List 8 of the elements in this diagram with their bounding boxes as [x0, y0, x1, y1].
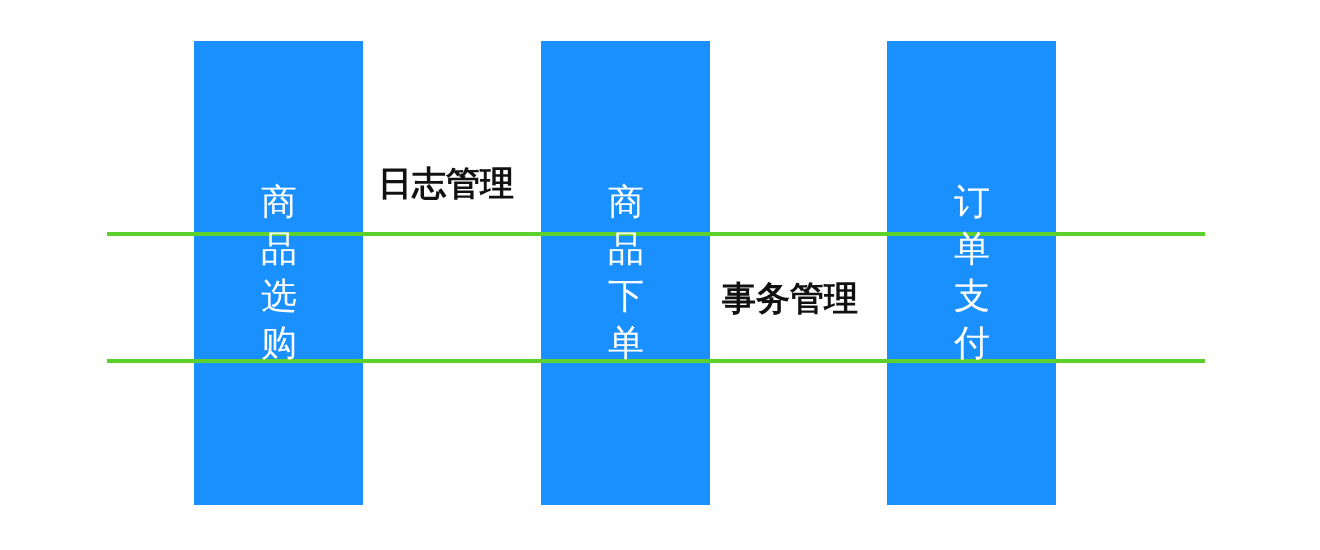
process-bar: [887, 41, 1056, 505]
bar-label: 商品选购: [260, 180, 297, 365]
bar-label: 商品下单: [607, 180, 644, 365]
process-bar: [541, 41, 710, 505]
bar-label: 订单支付: [953, 180, 990, 365]
process-bar: [194, 41, 363, 505]
concern-label: 事务管理: [722, 281, 858, 315]
concern-label: 日志管理: [378, 166, 514, 200]
